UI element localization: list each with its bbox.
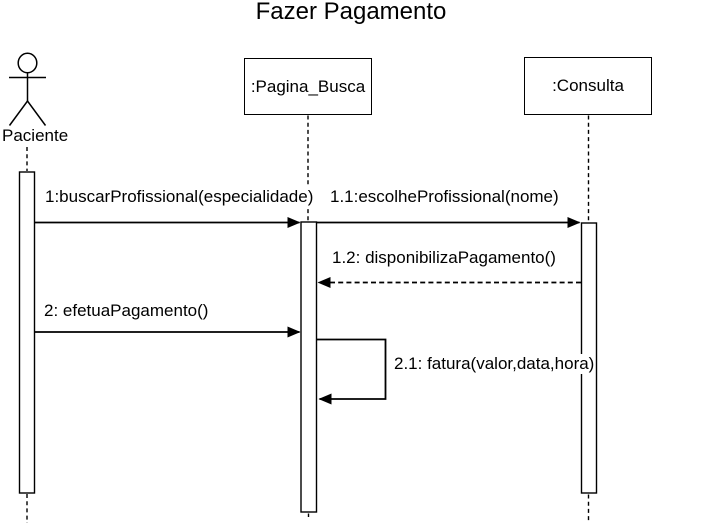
- message-label-efetua-pagamento: 2: efetuaPagamento(): [44, 301, 209, 322]
- object-label-pagina-busca: :Pagina_Busca: [250, 76, 366, 96]
- arrow-fatura-self-call: [316, 338, 387, 405]
- actor-figure: [8, 52, 47, 126]
- object-box-consulta: :Consulta: [524, 57, 652, 115]
- message-label-buscar-profissional: 1:buscarProfissional(especialidade): [45, 187, 314, 208]
- message-label-escolhe-profissional: 1.1:escolheProfissional(nome): [330, 187, 559, 208]
- message-label-fatura: 2.1: fatura(valor,data,hora): [394, 354, 595, 375]
- diagram-title: Fazer Pagamento: [255, 0, 447, 25]
- message-label-disponibiliza-pagamento: 1.2: disponibilizaPagamento(): [332, 248, 556, 269]
- activation-pagina-busca: [300, 221, 318, 513]
- message-arrows: [34, 217, 581, 405]
- object-box-pagina-busca: :Pagina_Busca: [244, 58, 372, 115]
- activation-paciente: [18, 171, 36, 494]
- actor-legs: [8, 99, 47, 126]
- actor-label: Paciente: [2, 126, 69, 145]
- actor-head: [17, 52, 38, 74]
- object-label-consulta: :Consulta: [552, 76, 624, 95]
